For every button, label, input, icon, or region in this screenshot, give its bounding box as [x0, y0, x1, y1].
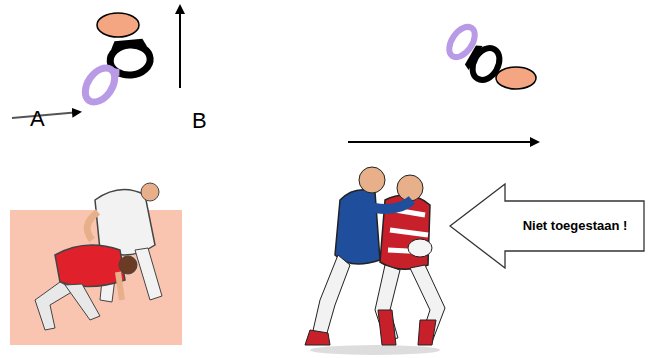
player-icons-right: [348, 22, 538, 142]
callout-arrow: Niet toegestaan !: [449, 183, 645, 269]
callout-text: Niet toegestaan !: [523, 219, 628, 233]
ruck-picture: [10, 183, 182, 345]
player-icons-left: [12, 6, 180, 118]
position-letter: B: [192, 110, 207, 132]
position-letter: A: [30, 108, 45, 130]
high-tackle-picture: [305, 167, 445, 355]
